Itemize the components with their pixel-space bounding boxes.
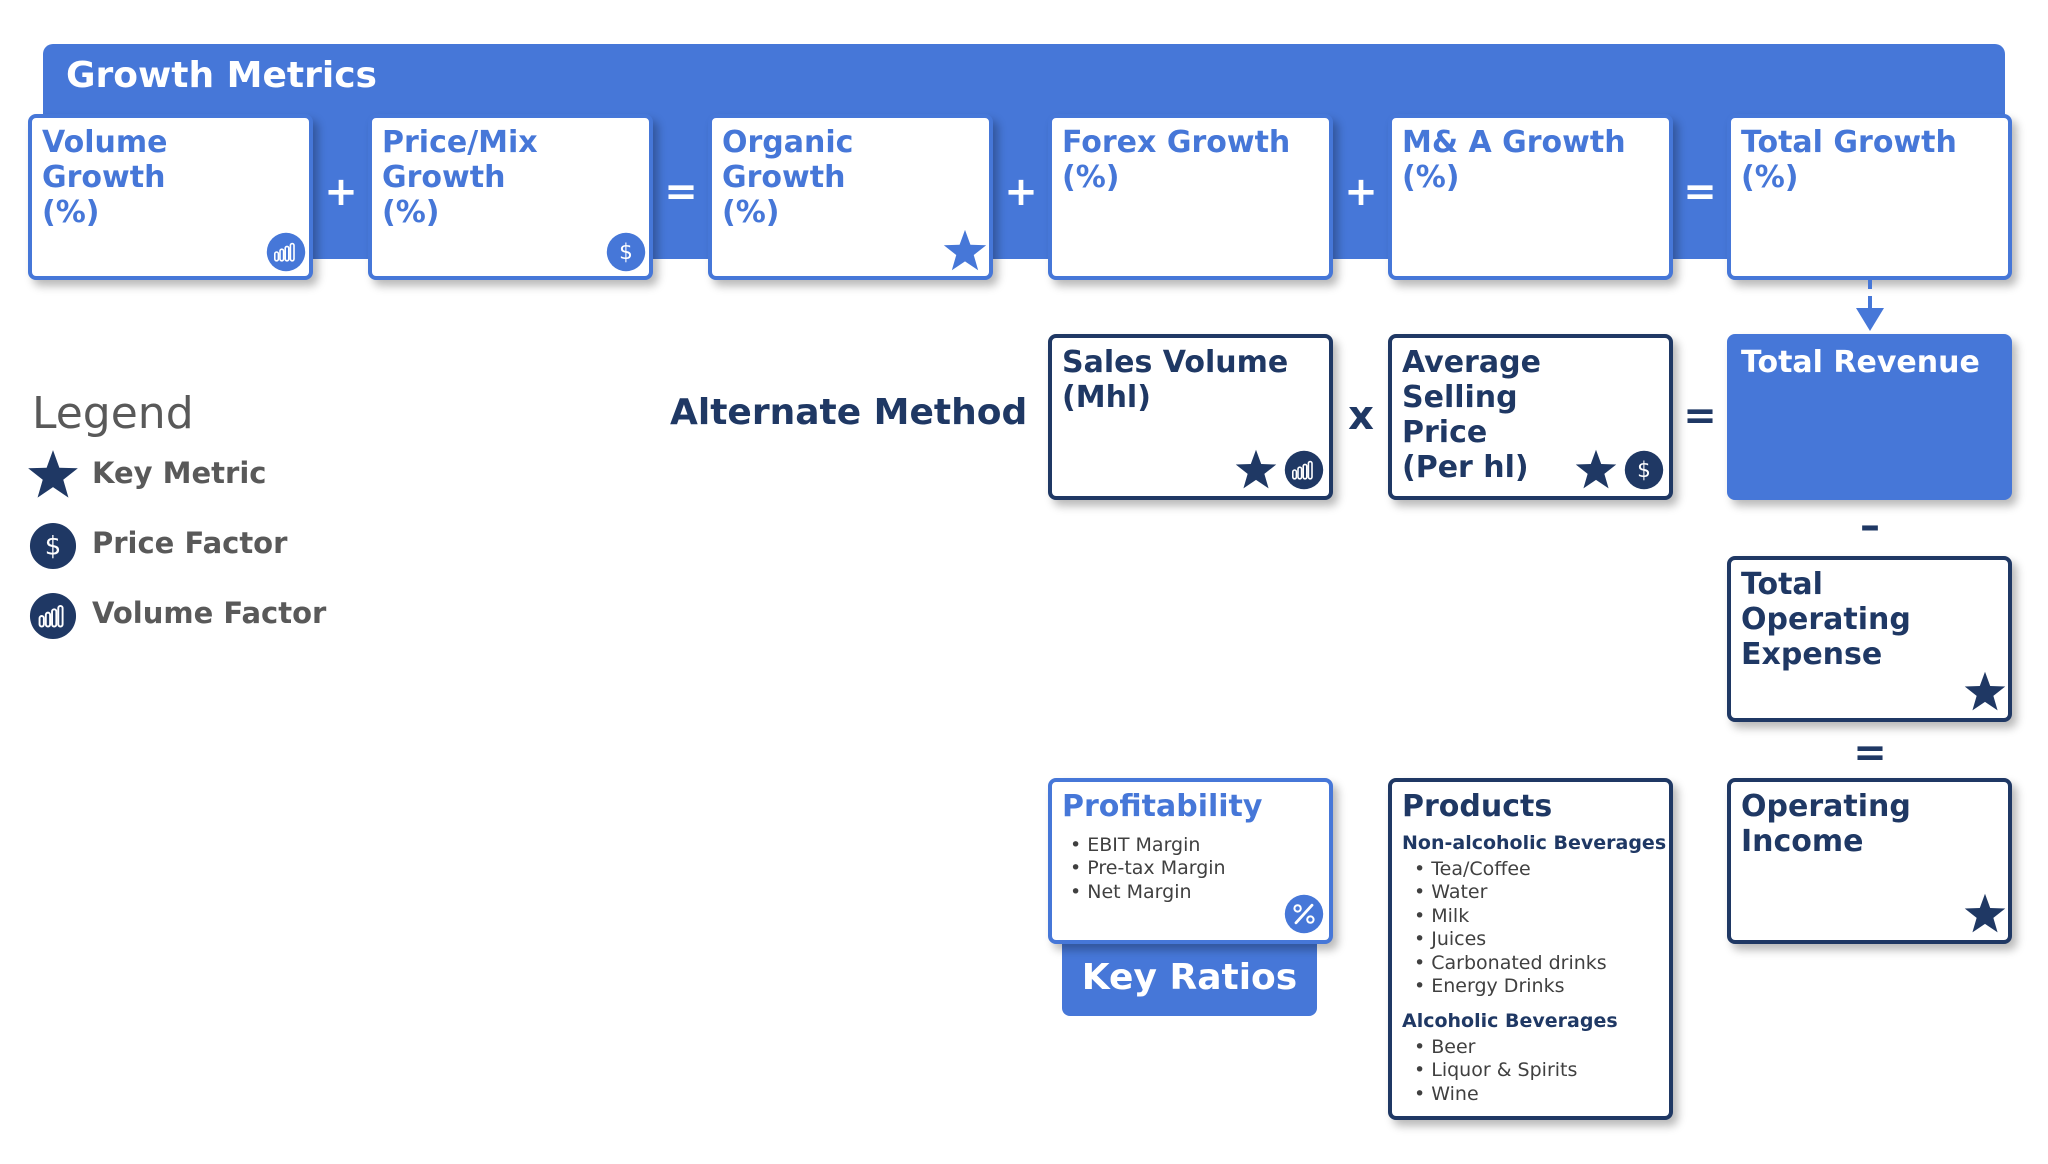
box-title: Profitability [1062, 789, 1263, 824]
box-title: Organic Growth (%) [722, 125, 854, 230]
list-item: Beer [1414, 1036, 1577, 1059]
minus-operator: – [1860, 503, 1880, 549]
box-title: M& A Growth (%) [1402, 125, 1626, 195]
price-mix-growth-box: Price/Mix Growth (%) [368, 114, 653, 280]
volume-growth-box: Volume Growth (%) [28, 114, 313, 280]
forex-growth-box: Forex Growth (%) [1048, 114, 1333, 280]
list-item: Liquor & Spirits [1414, 1059, 1577, 1082]
ma-growth-box: M& A Growth (%) [1388, 114, 1673, 280]
total-revenue-box: Total Revenue [1727, 334, 2012, 500]
list-item: Milk [1414, 905, 1607, 928]
list-item: Wine [1414, 1083, 1577, 1106]
volume-factor-icon [29, 592, 77, 640]
list-item: Energy Drinks [1414, 975, 1607, 998]
total-operating-expense-box: Total Operating Expense [1727, 556, 2012, 722]
total-growth-box: Total Growth (%) [1727, 114, 2012, 280]
profitability-box: Profitability EBIT Margin Pre-tax Margin… [1048, 778, 1333, 944]
box-title: Volume Growth (%) [42, 125, 168, 230]
box-title: Sales Volume (Mhl) [1062, 345, 1289, 415]
operating-income-box: Operating Income [1727, 778, 2012, 944]
price-factor-icon [29, 522, 77, 570]
key-metric-icon [1963, 892, 2007, 936]
box-title: Total Revenue [1741, 345, 1980, 380]
equals-operator: = [664, 169, 698, 215]
equals-operator: = [1683, 393, 1717, 439]
volume-factor-icon [266, 232, 306, 272]
list-item: EBIT Margin [1070, 834, 1226, 857]
equals-operator: = [1683, 169, 1717, 215]
legend-label: Key Metric [92, 456, 267, 490]
profitability-list: EBIT Margin Pre-tax Margin Net Margin [1070, 834, 1226, 904]
legend-item-key-metric: Key Metric [26, 448, 356, 504]
list-item: Water [1414, 881, 1607, 904]
box-title: Products [1402, 789, 1553, 824]
box-title: Price/Mix Growth (%) [382, 125, 538, 230]
sales-volume-box: Sales Volume (Mhl) [1048, 334, 1333, 500]
alcoholic-list: Beer Liquor & Spirits Wine [1414, 1036, 1577, 1106]
key-metric-icon [1963, 670, 2007, 714]
alcoholic-heading: Alcoholic Beverages [1402, 1010, 1618, 1032]
box-title: Total Growth (%) [1741, 125, 1957, 195]
list-item: Juices [1414, 928, 1607, 951]
legend-label: Volume Factor [92, 596, 327, 630]
box-title: Forex Growth (%) [1062, 125, 1291, 195]
non-alcoholic-heading: Non-alcoholic Beverages [1402, 832, 1667, 854]
key-metric-icon [942, 228, 988, 274]
alternate-method-label: Alternate Method [670, 392, 1028, 433]
box-title: Operating Income [1741, 789, 1911, 859]
list-item: Pre-tax Margin [1070, 857, 1225, 880]
plus-operator: + [1004, 169, 1038, 215]
list-item: Net Margin [1070, 881, 1226, 904]
box-title: Average Selling Price (Per hl) [1402, 345, 1541, 485]
non-alcoholic-list: Tea/Coffee Water Milk Juices Carbonated … [1414, 858, 1607, 998]
organic-growth-box: Organic Growth (%) [708, 114, 993, 280]
banner-title: Growth Metrics [66, 55, 377, 96]
legend-title: Legend [32, 388, 194, 439]
products-box: Products Non-alcoholic Beverages Tea/Cof… [1388, 778, 1673, 1120]
legend-item-price-factor: Price Factor [26, 518, 356, 574]
average-selling-price-box: Average Selling Price (Per hl) [1388, 334, 1673, 500]
price-factor-icon [606, 232, 646, 272]
equals-operator: = [1853, 730, 1887, 776]
down-arrow-icon [1856, 280, 1884, 331]
key-metric-icon [1574, 448, 1618, 492]
legend-item-volume-factor: Volume Factor [26, 588, 356, 644]
multiply-operator: x [1348, 393, 1374, 439]
percent-icon [1284, 894, 1324, 934]
box-title: Total Operating Expense [1741, 567, 1911, 672]
key-ratios-label: Key Ratios [1062, 940, 1317, 1016]
volume-factor-icon [1284, 450, 1324, 490]
list-item: Carbonated drinks [1414, 952, 1606, 975]
legend-label: Price Factor [92, 526, 288, 560]
price-factor-icon [1624, 450, 1664, 490]
list-item: Tea/Coffee [1414, 858, 1607, 881]
key-metric-icon [26, 448, 80, 502]
plus-operator: + [1344, 169, 1378, 215]
key-metric-icon [1234, 448, 1278, 492]
plus-operator: + [324, 169, 358, 215]
